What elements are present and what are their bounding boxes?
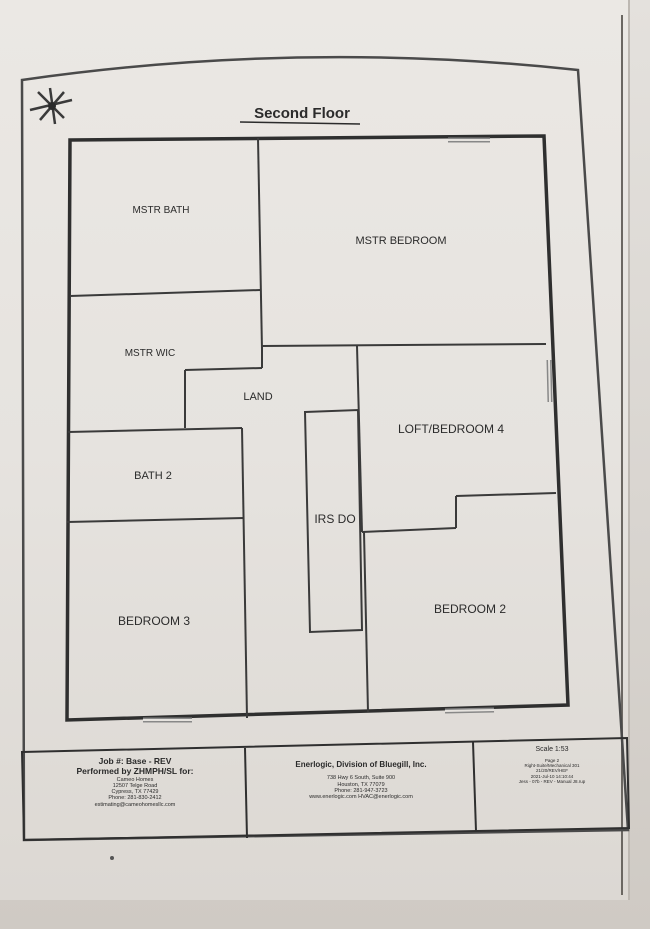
info-line-2: Right-Suite/Mechanical 301 xyxy=(524,763,580,769)
info-line-5: Jess - 07b - REV - Manual J8.rup xyxy=(518,778,586,784)
info-line-1: Page 2 xyxy=(544,758,560,764)
room-label-loft-bedroom4: LOFT/BEDROOM 4 xyxy=(398,422,504,436)
room-label-bedroom3: BEDROOM 3 xyxy=(118,614,190,628)
interior-walls xyxy=(66,137,557,719)
client-line-1: Cameo Homes xyxy=(116,776,154,783)
room-label-mstr-bedroom: MSTR BEDROOM xyxy=(355,235,446,247)
paper-mark xyxy=(110,856,114,860)
company-line-4: www.enerlogic.com HVAC@enerlogic.com xyxy=(309,794,413,801)
title-block-left: Job #: Base - REV Performed by ZHMPH/SL … xyxy=(30,756,240,808)
company-line-2: Houston, TX 77079 xyxy=(337,781,385,788)
sheet-border xyxy=(20,55,630,842)
north-arrow-icon xyxy=(29,87,73,125)
room-label-bedroom2: BEDROOM 2 xyxy=(434,602,506,616)
info-line-4: 2021-Jul-10 14:10:44 xyxy=(530,773,574,779)
exterior-wall xyxy=(65,134,570,722)
company-line-3: Phone: 281-947-3723 xyxy=(334,787,388,794)
title-underline xyxy=(239,121,361,125)
title-block-center: Enerlogic, Division of Bluegill, Inc. 73… xyxy=(250,760,472,800)
scale-label: Scale 1:53 xyxy=(535,746,569,753)
title-block-frame xyxy=(20,736,631,842)
room-label-mstr-wic: MSTR WIC xyxy=(125,348,176,359)
client-line-3: Cypress, TX 77429 xyxy=(111,789,159,796)
job-number: Job #: Base - REV xyxy=(98,756,172,766)
room-label-land: LAND xyxy=(243,391,272,403)
info-line-3: 21/20/REV/HEF xyxy=(535,768,568,774)
client-line-4: Phone: 281-830-2412 xyxy=(108,795,162,802)
paper-edge-shadow xyxy=(621,15,623,895)
room-label-stairs: IRS DO xyxy=(314,512,355,526)
company-name: Enerlogic, Division of Bluegill, Inc. xyxy=(295,760,427,769)
company-line-1: 738 Hwy 6 South, Suite 900 xyxy=(326,775,396,782)
client-line-2: 12507 Telge Road xyxy=(112,782,158,789)
room-label-mstr-bath: MSTR BATH xyxy=(132,205,189,216)
title-block-right: Scale 1:53 Page 2 Right-Suite/Mechanical… xyxy=(478,746,626,784)
performed-by: Performed by ZHMPH/SL for: xyxy=(76,765,194,776)
room-label-bath2: BATH 2 xyxy=(134,470,172,482)
plan-title: Second Floor xyxy=(254,105,350,122)
client-line-5: estimating@cameohomesllc.com xyxy=(94,801,176,808)
